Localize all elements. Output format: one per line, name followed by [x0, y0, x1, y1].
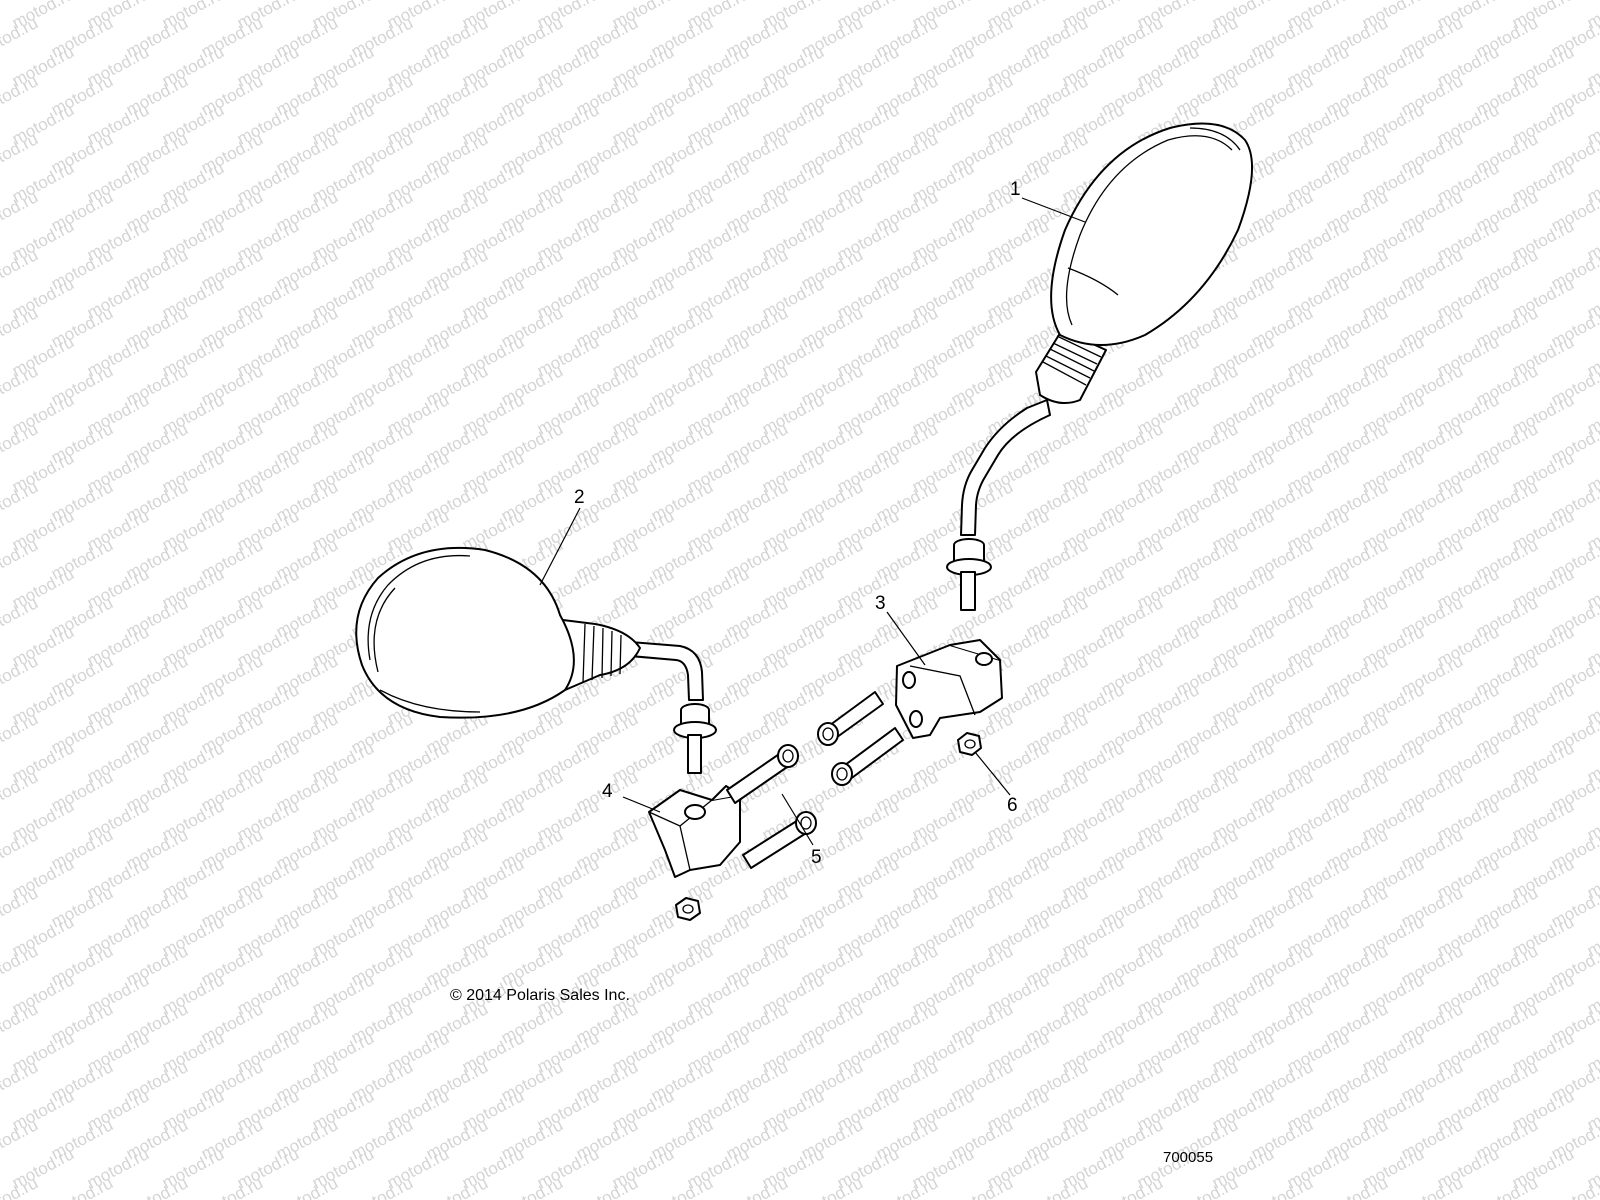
figure-number: 700055: [1163, 1149, 1214, 1166]
callout-1: 1: [1010, 179, 1021, 200]
nuts: [675, 732, 982, 921]
callout-3: 3: [875, 593, 886, 614]
copyright-notice: © 2014 Polaris Sales Inc.: [450, 987, 630, 1004]
leader-6: [974, 751, 1011, 796]
mount-clamp-left: [648, 785, 741, 878]
leader-2: [539, 507, 581, 586]
leader-lines: [539, 197, 1086, 846]
callout-5: 5: [811, 847, 822, 868]
leader-1: [1021, 197, 1086, 223]
leader-3: [886, 611, 926, 666]
callout-6: 6: [1007, 795, 1018, 816]
bolts: [726, 691, 904, 869]
mirror-left: [355, 546, 717, 774]
callout-4: 4: [602, 781, 613, 802]
mount-clamp-right: [895, 639, 1003, 739]
callout-2: 2: [574, 487, 585, 508]
mirror-right: [946, 122, 1254, 611]
leader-5: [781, 793, 814, 846]
leader-4: [622, 796, 661, 813]
